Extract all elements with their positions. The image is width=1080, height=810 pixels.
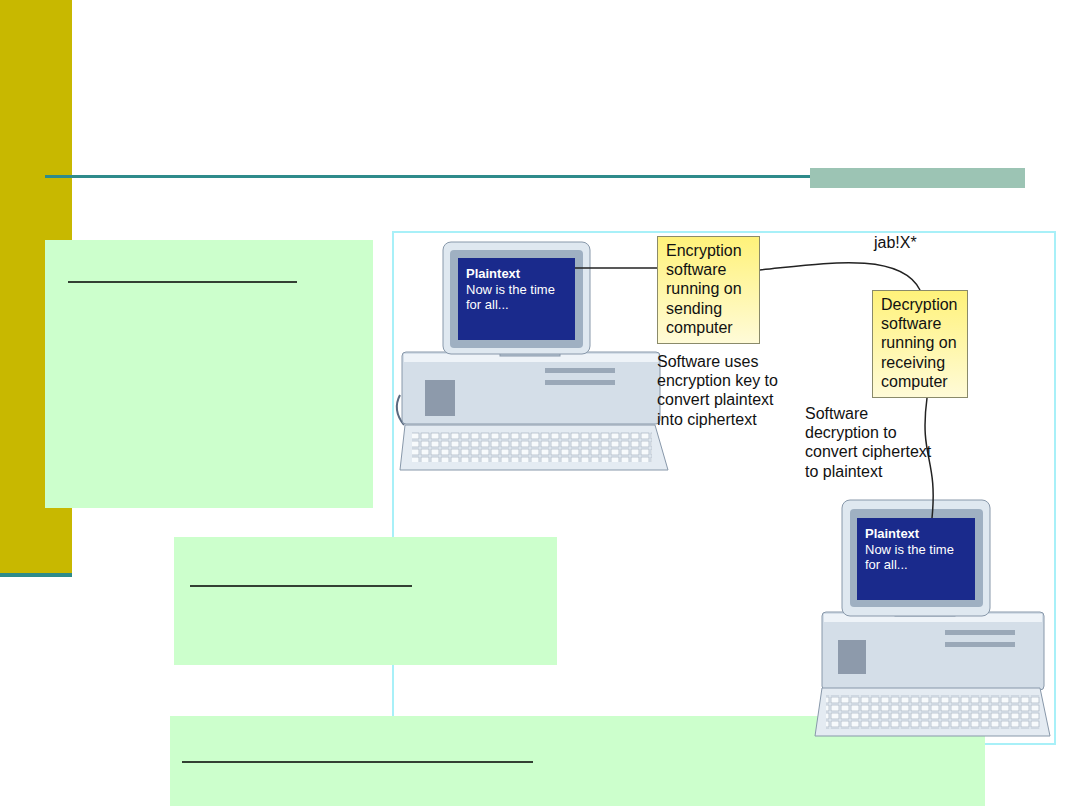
monitor-screen: PlaintextNow is the time for all... [857, 518, 975, 600]
screen-heading: Plaintext [865, 526, 967, 542]
screen-text: Now is the time for all... [865, 542, 967, 573]
note-panel [45, 240, 373, 508]
note-label: Software uses encryption key to convert … [657, 352, 789, 429]
ciphertext-label: jab!X* [872, 234, 919, 252]
screen-text: Now is the time for all... [466, 282, 567, 313]
process-box: Encryption software running on sending c… [657, 236, 760, 344]
connector-line [760, 263, 920, 290]
side-bar-line [0, 573, 72, 577]
process-box: Decryption software running on receiving… [872, 290, 968, 398]
box-text: Decryption software running on receiving… [881, 295, 959, 391]
blank-heading-line [182, 761, 533, 763]
rule-tab [810, 168, 1025, 188]
blank-heading-line [68, 281, 297, 283]
note-panel [174, 537, 557, 665]
connector-line [575, 267, 657, 269]
computer-2 [815, 500, 1050, 736]
monitor-screen: PlaintextNow is the time for all... [458, 258, 575, 340]
screen-heading: Plaintext [466, 266, 567, 282]
note-label: Software decryption to convert ciphertex… [805, 404, 933, 481]
illustration-frame [393, 232, 1055, 744]
blank-heading-line [190, 585, 412, 587]
computer-1 [397, 242, 668, 470]
box-text: Encryption software running on sending c… [666, 241, 751, 337]
